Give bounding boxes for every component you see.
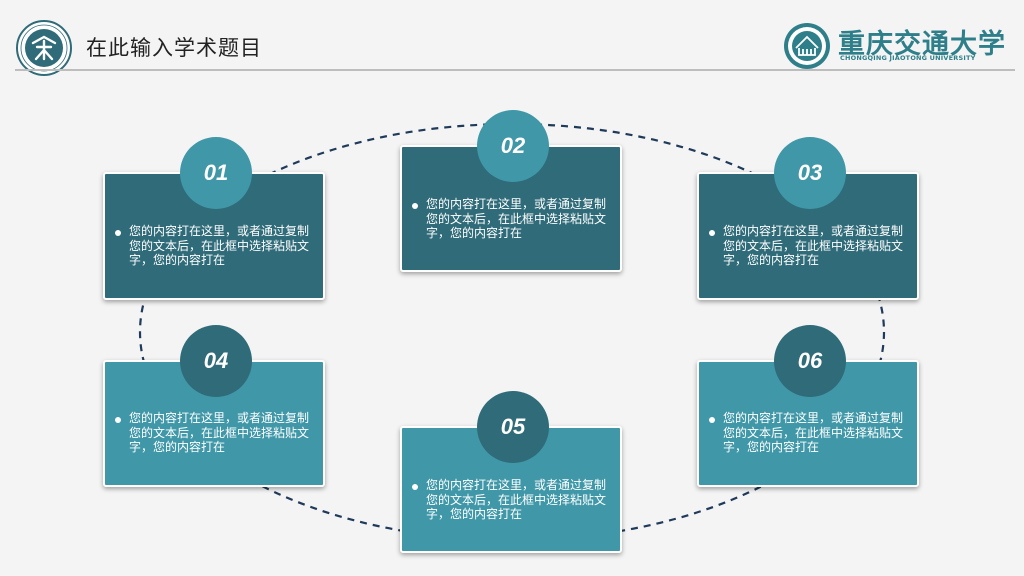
card-text: 您的内容打在这里，或者通过复制您的文本后，在此框中选择粘贴文字，您的内容打在 [723, 411, 904, 454]
card-text: 您的内容打在这里，或者通过复制您的文本后，在此框中选择粘贴文字，您的内容打在 [426, 478, 607, 521]
badge-04: 04 [180, 325, 252, 397]
bullet-icon [115, 230, 121, 236]
header-divider [15, 69, 1015, 71]
brand-name-cn: 重庆交通大学 [838, 29, 1006, 60]
peking-university-logo-icon [16, 20, 72, 76]
card-text: 您的内容打在这里，或者通过复制您的文本后，在此框中选择粘贴文字，您的内容打在 [129, 224, 310, 267]
badge-01: 01 [180, 137, 252, 209]
bullet-icon [115, 417, 121, 423]
bullet-icon [709, 417, 715, 423]
badge-05: 05 [477, 391, 549, 463]
badge-03: 03 [774, 137, 846, 209]
cqjtu-seal-icon [784, 23, 830, 69]
card-text: 您的内容打在这里，或者通过复制您的文本后，在此框中选择粘贴文字，您的内容打在 [426, 197, 607, 240]
header: 在此输入学术题目 重庆交通大学 CHONGQING JIAOTONG UNIVE… [0, 0, 1024, 80]
badge-02: 02 [477, 110, 549, 182]
card-text: 您的内容打在这里，或者通过复制您的文本后，在此框中选择粘贴文字，您的内容打在 [723, 224, 904, 267]
bullet-icon [412, 203, 418, 209]
badge-06: 06 [774, 325, 846, 397]
bullet-icon [709, 230, 715, 236]
card-text: 您的内容打在这里，或者通过复制您的文本后，在此框中选择粘贴文字，您的内容打在 [129, 411, 310, 454]
page-title: 在此输入学术题目 [86, 36, 262, 60]
bullet-icon [412, 484, 418, 490]
brand-name-en: CHONGQING JIAOTONG UNIVERSITY [840, 54, 976, 62]
